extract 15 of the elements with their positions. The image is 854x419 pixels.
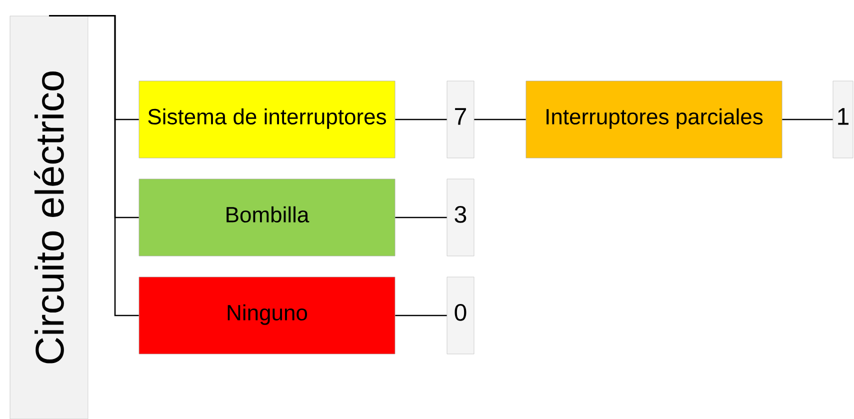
title-bar: Circuito eléctrico [10,16,88,419]
category-box: Sistema de interruptores [138,80,396,158]
connector-line [395,118,447,120]
connector-line [474,118,526,120]
connector-line [395,314,447,316]
connector-line [395,216,447,218]
connector-line [782,118,833,120]
count-box: 0 [446,276,474,354]
count-box: 3 [446,178,474,256]
category-box: Bombilla [138,178,396,256]
connector-line [49,15,139,316]
count-box: 1 [832,80,854,158]
count-box: 7 [446,80,474,158]
category-box: Interruptores parciales [526,80,782,158]
category-box: Ninguno [138,276,396,354]
